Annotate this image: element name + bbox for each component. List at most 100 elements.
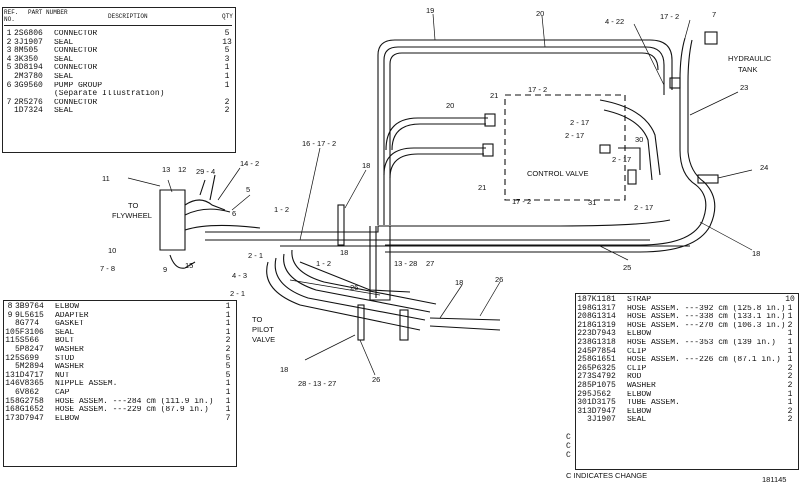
qty-cell: 2	[787, 380, 793, 390]
callout-9: 9	[163, 265, 167, 274]
label-tank-2: TANK	[738, 65, 757, 74]
label-to-pilot-2: PILOT	[252, 325, 274, 334]
ref-cell: 27	[577, 372, 587, 382]
qty-cell: 13	[222, 37, 232, 47]
description-cell: (Separate Illustration)	[54, 90, 165, 99]
description-cell: ELBOW	[627, 390, 652, 399]
ref-cell: 24	[577, 346, 587, 356]
callout-4-22: 4 - 22	[605, 17, 624, 26]
ref-cell: 5	[6, 63, 12, 73]
description-cell: HOSE ASSEM. ---229 cm (87.9 in.)	[55, 406, 209, 415]
callout-7-8: 7 - 8	[100, 264, 115, 273]
ref-cell: 31	[577, 406, 587, 416]
callout-6: 6	[232, 209, 236, 218]
description-cell: SEAL	[54, 72, 74, 81]
part-number-cell: 8G1318	[587, 337, 616, 347]
part-number-cell: 5J562	[587, 389, 612, 399]
part-number-cell: 9L5615	[15, 310, 44, 320]
callout-2-1: 2 - 1	[248, 251, 263, 260]
label-to-flywheel-2: FLYWHEEL	[112, 211, 152, 220]
qty-cell: 1	[224, 71, 230, 81]
qty-cell: 1	[224, 63, 230, 73]
part-number-cell: 5F3106	[15, 327, 44, 337]
ref-cell: 19	[577, 303, 587, 313]
part-number-cell: 2S6806	[14, 29, 43, 38]
header-part: PART NUMBER	[28, 9, 68, 16]
part-number-cell: 3B9764	[15, 302, 44, 311]
part-number-cell: 5P7854	[587, 346, 616, 356]
ref-cell	[4, 107, 14, 116]
qty-cell: 2	[787, 406, 793, 416]
ref-cell: 12	[5, 353, 15, 363]
description-cell: CLIP	[627, 364, 647, 373]
qty-cell: 10	[785, 295, 795, 304]
description-cell: STRAP	[627, 296, 652, 304]
change-mark: C	[566, 442, 571, 451]
description-cell: HOSE ASSEM. ---338 cm (133.1 in.)	[627, 313, 785, 322]
ref-cell: 21	[577, 320, 587, 330]
description-cell: STUD	[55, 354, 75, 363]
callout-2-17-a: 2 - 17	[570, 118, 589, 127]
callout-2-1-b: 2 - 1	[230, 289, 245, 298]
description-cell: HOSE ASSEM. ---284 cm (111.9 in.)	[55, 397, 214, 406]
part-number-cell: 3J1907	[587, 415, 616, 425]
callout-17-2: 17 - 2	[660, 12, 679, 21]
ref-cell: 26	[577, 363, 587, 373]
callout-18-d: 18	[752, 249, 760, 258]
callout-15: 15	[185, 261, 193, 270]
qty-cell: 5	[225, 353, 231, 363]
description-cell: ELBOW	[627, 407, 652, 416]
part-number-cell: 3D7943	[587, 329, 616, 339]
callout-29-4: 29 - 4	[196, 167, 215, 176]
description-cell: CONNECTOR	[54, 47, 98, 56]
hose-23	[385, 37, 707, 246]
callout-14-2: 14 - 2	[240, 159, 259, 168]
label-control-valve: CONTROL VALVE	[527, 169, 589, 178]
ref-cell: 25	[577, 355, 587, 365]
callout-7: 7	[712, 10, 716, 19]
callout-26-c: 26	[372, 375, 380, 384]
qty-cell: 2	[787, 363, 793, 373]
description-cell: SEAL	[54, 107, 74, 116]
callout-24: 24	[760, 163, 768, 172]
callout-19: 19	[426, 6, 434, 15]
part-number-cell: 8G1652	[15, 405, 44, 415]
part-number-cell: 5P1075	[587, 380, 616, 390]
qty-cell: 1	[787, 329, 793, 339]
table-row: (Separate Illustration)	[4, 90, 232, 99]
callout-16-17-2: 16 - 17 - 2	[302, 139, 336, 148]
part-number-cell: 3D8194	[14, 63, 43, 73]
ref-cell: 1	[6, 29, 12, 38]
description-cell: HOSE ASSEM. ---270 cm (106.3 in.)	[627, 321, 785, 330]
qty-cell: 1	[225, 327, 231, 337]
qty-cell: 3	[224, 54, 230, 64]
qty-cell: 1	[787, 355, 793, 365]
part-number-cell: 5P8247	[15, 344, 44, 354]
callout-28-13-27: 28 - 13 - 27	[298, 379, 336, 388]
description-cell: NIPPLE ASSEM.	[55, 380, 118, 389]
description-cell: ROD	[627, 373, 642, 382]
callout-4-3: 4 - 3	[232, 271, 247, 280]
part-number-cell: 1D4717	[15, 370, 44, 380]
callout-18-b: 18	[340, 248, 348, 257]
description-cell: SEAL	[54, 55, 74, 64]
qty-cell: 5	[225, 362, 231, 372]
qty-cell: 2	[787, 372, 793, 382]
